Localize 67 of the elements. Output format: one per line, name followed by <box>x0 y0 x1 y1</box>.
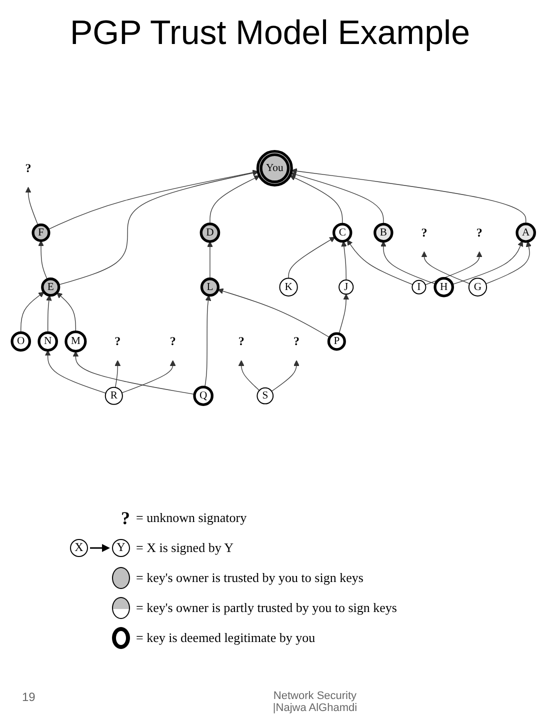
page-number: 19 <box>22 690 36 704</box>
node-circle: D <box>200 222 220 243</box>
node-circle: I <box>412 280 426 294</box>
arrow <box>290 172 384 225</box>
node-circle: O <box>10 331 32 352</box>
node-circle: N <box>38 331 58 352</box>
arrow <box>114 360 121 388</box>
arrow <box>486 241 532 284</box>
arrow <box>48 170 258 230</box>
legend-text: = unknown signatory <box>136 510 247 526</box>
arrow <box>44 350 106 394</box>
arrow <box>290 175 343 225</box>
node-circle: R <box>104 386 123 405</box>
arrow <box>20 292 44 333</box>
arrow <box>424 251 482 286</box>
node-text: ? <box>238 334 244 348</box>
node-text: ? <box>476 226 482 240</box>
arrow <box>210 176 260 224</box>
arrow <box>58 170 258 286</box>
title: PGP Trust Model Example <box>69 14 471 53</box>
arrow <box>238 360 260 391</box>
node-text: ? <box>170 334 176 348</box>
node-circle: F <box>32 223 50 242</box>
node-circle: H <box>434 276 454 298</box>
arrow <box>421 251 470 284</box>
legend-text: = key is deemed legitimate by you <box>136 630 316 646</box>
node-circle: You <box>256 150 293 187</box>
arrow <box>25 186 38 226</box>
footer-text: Network Security |Najwa AlGhamdi <box>272 690 358 714</box>
node-text: ? <box>294 334 300 348</box>
node-circle: K <box>279 278 298 296</box>
node-text: ? <box>114 334 121 348</box>
node-circle: J <box>338 280 354 295</box>
arrow <box>46 295 52 333</box>
arrow <box>207 241 213 280</box>
arrow <box>291 168 526 224</box>
arrow <box>204 295 212 388</box>
node-circle: P <box>327 332 346 351</box>
node-circle: G <box>468 278 488 296</box>
arrow <box>271 360 300 392</box>
sample-node: X <box>70 539 88 557</box>
legend-text: = key's owner is trusted by you to sign keys <box>136 570 364 586</box>
arrow <box>56 292 76 332</box>
arrow <box>452 240 524 285</box>
node-circle: L <box>200 278 220 297</box>
node-circle: C <box>332 222 352 243</box>
node-circle: E <box>41 278 60 297</box>
node-circle: Q <box>193 386 214 406</box>
arrow <box>380 241 436 284</box>
arrow <box>341 240 347 280</box>
node-circle: B <box>374 222 394 243</box>
question-mark: ? <box>121 508 130 528</box>
arrow <box>122 360 176 394</box>
arrow <box>72 350 195 395</box>
node-text: ? <box>421 226 428 240</box>
node-circle: M <box>64 330 87 353</box>
node-text: ? <box>25 161 32 175</box>
node-circle: A <box>516 222 536 243</box>
arrow <box>288 236 336 279</box>
arrow <box>218 288 330 338</box>
legend-text: = X is signed by Y <box>136 540 234 556</box>
sample-node: Y <box>112 539 130 557</box>
node-circle: S <box>256 387 274 404</box>
arrow <box>38 240 48 280</box>
arrow <box>338 294 350 334</box>
arrow <box>346 240 414 285</box>
legend-text: = key's owner is partly trusted by you to sign keys <box>136 600 397 616</box>
